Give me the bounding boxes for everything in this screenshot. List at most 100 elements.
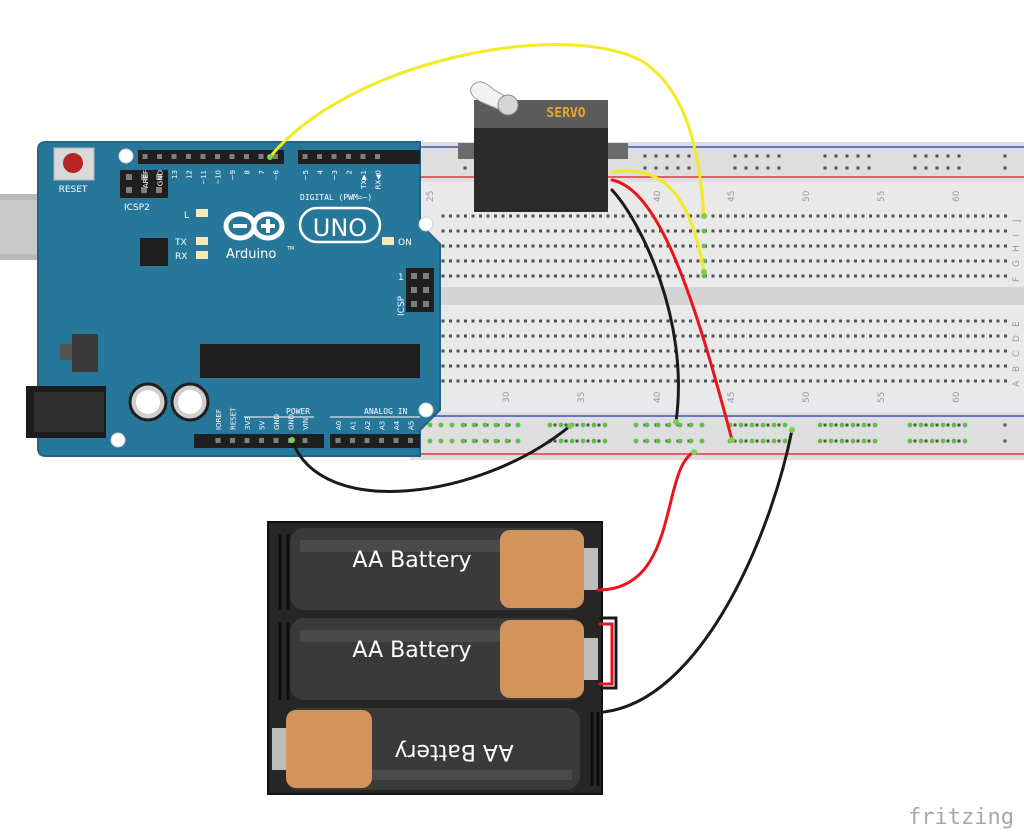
breadboard-hole[interactable] [906,229,910,233]
breadboard-hole[interactable] [996,364,1000,368]
breadboard-hole[interactable] [501,349,505,353]
breadboard-hole[interactable] [584,229,587,233]
breadboard-hole[interactable] [734,319,737,323]
breadboard-hole[interactable] [501,274,505,278]
breadboard-hole[interactable] [786,349,790,353]
breadboard-hole[interactable] [539,244,542,248]
breadboard-hole[interactable] [839,244,842,248]
breadboard-hole[interactable] [846,379,850,383]
digital-pin[interactable] [360,154,366,159]
breadboard-hole[interactable] [846,259,850,263]
rail-hole[interactable] [755,423,759,427]
breadboard-hole[interactable] [989,214,992,218]
breadboard-hole[interactable] [681,244,685,248]
breadboard-hole[interactable] [996,319,1000,323]
breadboard-hole[interactable] [734,214,737,218]
breadboard-hole[interactable] [974,259,977,263]
breadboard-hole[interactable] [771,319,775,323]
breadboard-hole[interactable] [651,319,655,323]
breadboard-hole[interactable] [749,334,752,338]
breadboard-hole[interactable] [591,379,595,383]
breadboard-hole[interactable] [576,229,580,233]
digital-pin[interactable] [186,154,191,159]
breadboard-hole[interactable] [869,364,872,368]
breadboard-hole[interactable] [936,364,940,368]
rail-hole[interactable] [1003,154,1007,158]
rail-hole[interactable] [733,439,737,443]
breadboard-hole[interactable] [539,319,542,323]
breadboard-hole[interactable] [509,349,512,353]
breadboard-hole[interactable] [891,349,895,353]
breadboard-hole[interactable] [929,319,932,323]
rail-hole[interactable] [946,423,950,427]
breadboard-hole[interactable] [531,334,535,338]
breadboard-hole[interactable] [591,364,595,368]
breadboard-hole[interactable] [959,244,962,248]
power-pin[interactable] [259,438,264,443]
breadboard-hole[interactable] [899,229,902,233]
breadboard-hole[interactable] [486,319,490,323]
breadboard-hole[interactable] [996,334,1000,338]
breadboard-hole[interactable] [974,379,977,383]
breadboard-hole[interactable] [936,229,940,233]
breadboard-hole[interactable] [734,244,737,248]
breadboard-hole[interactable] [786,274,790,278]
rail-hole[interactable] [823,166,827,170]
breadboard-hole[interactable] [554,349,557,353]
breadboard-hole[interactable] [861,319,865,323]
breadboard-hole[interactable] [591,274,595,278]
breadboard-hole[interactable] [846,319,850,323]
breadboard-hole[interactable] [899,334,902,338]
breadboard-hole[interactable] [951,214,955,218]
breadboard-hole[interactable] [824,364,827,368]
breadboard-hole[interactable] [456,334,460,338]
rail-hole[interactable] [856,423,860,427]
breadboard-hole[interactable] [651,334,655,338]
breadboard-hole[interactable] [989,334,992,338]
breadboard-hole[interactable] [966,379,970,383]
breadboard-hole[interactable] [494,274,497,278]
rail-hole[interactable] [643,166,647,170]
breadboard-hole[interactable] [629,259,632,263]
breadboard-hole[interactable] [644,334,647,338]
breadboard-hole[interactable] [584,274,587,278]
breadboard-hole[interactable] [479,244,482,248]
analog-pin[interactable] [393,438,399,443]
breadboard-hole[interactable] [869,319,872,323]
breadboard-hole[interactable] [689,319,692,323]
breadboard-hole[interactable] [719,244,722,248]
rail-hole[interactable] [586,423,590,427]
breadboard-hole[interactable] [659,334,662,338]
breadboard-hole[interactable] [449,334,452,338]
breadboard-hole[interactable] [891,259,895,263]
breadboard-hole[interactable] [591,214,595,218]
breadboard-hole[interactable] [884,214,887,218]
breadboard-hole[interactable] [599,349,602,353]
breadboard-hole[interactable] [756,364,760,368]
breadboard-hole[interactable] [689,244,692,248]
breadboard-hole[interactable] [764,379,767,383]
breadboard-hole[interactable] [441,274,445,278]
analog-pin[interactable] [379,438,384,443]
breadboard-hole[interactable] [546,274,550,278]
breadboard-hole[interactable] [509,274,512,278]
breadboard-hole[interactable] [471,229,475,233]
rail-hole[interactable] [755,154,759,158]
breadboard-hole[interactable] [726,244,730,248]
breadboard-hole[interactable] [524,379,527,383]
breadboard-hole[interactable] [644,379,647,383]
breadboard-hole[interactable] [741,319,745,323]
breadboard-hole[interactable] [486,229,490,233]
breadboard-hole[interactable] [666,259,670,263]
breadboard-hole[interactable] [614,259,617,263]
breadboard-hole[interactable] [951,319,955,323]
breadboard-hole[interactable] [569,364,572,368]
breadboard-hole[interactable] [569,229,572,233]
breadboard-hole[interactable] [899,379,902,383]
breadboard-hole[interactable] [531,319,535,323]
breadboard-hole[interactable] [696,379,700,383]
breadboard-hole[interactable] [674,364,677,368]
breadboard-hole[interactable] [854,379,857,383]
rail-hole[interactable] [597,423,601,427]
breadboard-hole[interactable] [509,259,512,263]
